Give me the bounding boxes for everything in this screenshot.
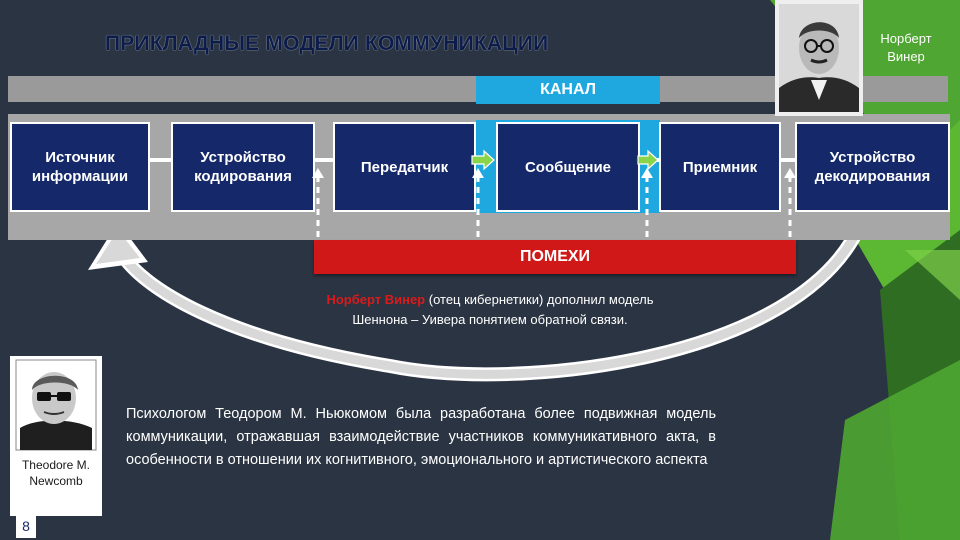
node-receiver: Приемник [659, 122, 781, 212]
arrow-to-message [471, 149, 495, 171]
channel-label: КАНАЛ [476, 76, 660, 104]
wiener-caption-line2: Винер [887, 49, 925, 64]
node-message-line1: Сообщение [524, 158, 612, 176]
newcomb-caption-line1: Theodore M. [21, 458, 91, 472]
wiener-caption-line1: Норберт [880, 31, 932, 46]
arrow-from-message [637, 149, 659, 171]
node-encoder-line1: Устройство [200, 149, 286, 166]
node-transmitter-line1: Передатчик [360, 158, 449, 176]
newcomb-photo [10, 356, 102, 516]
wiener-caption: Норберт Винер [862, 30, 950, 66]
node-encoder-line2: кодирования [194, 168, 292, 185]
wiener-photo [775, 0, 863, 116]
node-encoder: Устройство кодирования [171, 122, 315, 212]
wiener-note-name: Норберт Винер [326, 292, 426, 307]
newcomb-caption: Theodore M. Newcomb [10, 457, 102, 489]
noise-label: ПОМЕХИ [314, 240, 796, 274]
newcomb-caption-line2: Newcomb [29, 474, 83, 488]
slide-number: 8 [16, 514, 36, 538]
node-source: Источник информации [10, 122, 150, 212]
node-receiver-line1: Приемник [682, 158, 758, 176]
node-decoder-line1: Устройство [829, 149, 916, 166]
node-source-line1: Источник [45, 149, 115, 166]
wiener-note-line2: Шеннона – Уивера понятием обратной связи… [352, 312, 628, 327]
node-message: Сообщение [496, 122, 640, 212]
node-source-line2: информации [31, 168, 129, 185]
wiener-note: Норберт Винер (отец кибернетики) дополни… [250, 290, 730, 330]
node-transmitter: Передатчик [333, 122, 476, 212]
node-decoder-line2: декодирования [814, 168, 931, 185]
wiener-note-rest: (отец кибернетики) дополнил модель [425, 292, 654, 307]
node-decoder: Устройство декодирования [795, 122, 950, 212]
newcomb-paragraph: Психологом Теодором М. Ньюкомом была раз… [126, 406, 716, 468]
slide-title: ПРИКЛАДНЫЕ МОДЕЛИ КОММУНИКАЦИИ [105, 32, 549, 55]
